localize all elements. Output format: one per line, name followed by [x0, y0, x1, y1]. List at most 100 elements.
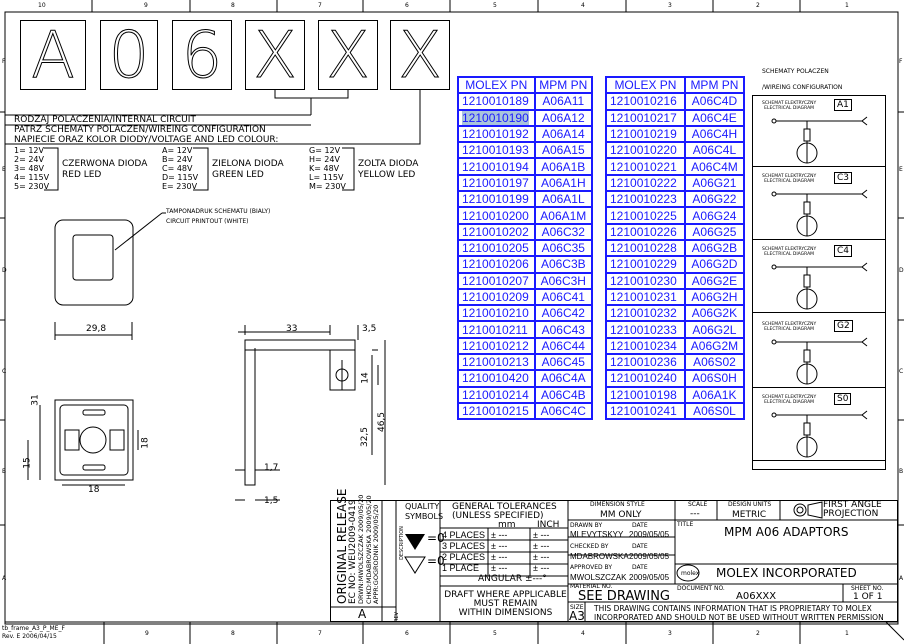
mpm-pn-cell[interactable]: A06G2L	[683, 320, 746, 339]
mpm-pn-cell[interactable]: A06C4D	[683, 92, 746, 111]
table-row[interactable]: 1210010233 A06G2L	[605, 320, 746, 339]
mpm-pn-cell[interactable]: A06S0H	[683, 369, 746, 388]
molex-pn[interactable]: 1210010193	[462, 143, 529, 158]
mpm-pn-cell[interactable]: A06A12	[533, 108, 594, 127]
molex-pn-cell[interactable]: 1210010225	[605, 206, 686, 225]
molex-pn[interactable]: 1210010219	[610, 127, 677, 142]
molex-pn-cell[interactable]: 1210010223	[605, 190, 686, 209]
molex-pn-cell[interactable]: 1210010200	[457, 206, 536, 225]
molex-pn[interactable]: 1210010241	[610, 404, 677, 419]
molex-pn-cell[interactable]: 1210010197	[457, 173, 536, 193]
molex-pn[interactable]: 1210010214	[462, 387, 529, 402]
mpm-pn-cell[interactable]: A06C44	[533, 336, 594, 356]
molex-pn-cell[interactable]: 1210010228	[605, 238, 686, 258]
molex-pn[interactable]: 1210010200	[462, 208, 529, 223]
molex-pn[interactable]: 1210010199	[462, 192, 529, 207]
mpm-pn-cell[interactable]: A06C32	[533, 222, 594, 241]
table-row[interactable]: 1210010214 A06C4B	[457, 385, 594, 404]
molex-pn-cell[interactable]: 1210010193	[457, 141, 536, 160]
mpm-pn-cell[interactable]: A06G22	[683, 190, 746, 209]
molex-pn-cell[interactable]: 1210010214	[457, 385, 536, 404]
molex-pn[interactable]: 1210010197	[462, 175, 529, 190]
mpm-pn-cell[interactable]: A06S0L	[683, 401, 746, 421]
molex-pn-cell[interactable]: 1210010420	[457, 369, 536, 388]
mpm-pn-cell[interactable]: A06G2D	[683, 255, 746, 274]
molex-pn-cell[interactable]: 1210010190	[457, 108, 536, 127]
molex-pn-cell[interactable]: 1210010206	[457, 255, 536, 274]
molex-pn[interactable]: 1210010207	[462, 273, 529, 288]
molex-pn-cell[interactable]: 1210010217	[605, 108, 686, 127]
molex-pn-cell[interactable]: 1210010234	[605, 336, 686, 356]
table-row[interactable]: 1210010241 A06S0L	[605, 401, 746, 421]
molex-pn[interactable]: 1210010234	[610, 338, 677, 353]
molex-pn-cell[interactable]: 1210010231	[605, 287, 686, 307]
table-row[interactable]: 1210010234 A06G2M	[605, 336, 746, 356]
molex-pn-cell[interactable]: 1210010210	[457, 304, 536, 323]
molex-pn-cell[interactable]: 1210010219	[605, 124, 686, 144]
molex-pn[interactable]: 1210010192	[462, 127, 529, 142]
table-row[interactable]: 1210010236 A06S02	[605, 353, 746, 372]
mpm-pn-cell[interactable]: A06S02	[683, 353, 746, 372]
molex-pn[interactable]: 1210010220	[610, 143, 677, 158]
molex-pn[interactable]: 1210010194	[462, 159, 529, 174]
mpm-pn-cell[interactable]: A06C4H	[683, 124, 746, 144]
molex-pn-cell[interactable]: 1210010241	[605, 401, 686, 421]
molex-pn-cell[interactable]: 1210010215	[457, 401, 536, 421]
molex-pn-cell[interactable]: 1210010202	[457, 222, 536, 241]
mpm-pn-cell[interactable]: A06A1B	[533, 157, 594, 176]
mpm-pn-cell[interactable]: A06C4C	[533, 401, 594, 421]
table-row[interactable]: 1210010229 A06G2D	[605, 255, 746, 274]
mpm-pn-cell[interactable]: A06C4A	[533, 369, 594, 388]
molex-pn[interactable]: 1210010233	[610, 322, 677, 337]
table-row[interactable]: 1210010194 A06A1B	[457, 157, 594, 176]
molex-pn-cell[interactable]: 1210010194	[457, 157, 536, 176]
table-row[interactable]: 1210010219 A06C4H	[605, 124, 746, 144]
molex-pn[interactable]: 1210010232	[610, 306, 677, 321]
molex-pn-cell[interactable]: 1210010198	[605, 385, 686, 404]
molex-pn[interactable]: 1210010216	[610, 94, 677, 109]
molex-pn[interactable]: 1210010217	[610, 110, 677, 125]
mpm-pn-cell[interactable]: A06G25	[683, 222, 746, 241]
mpm-pn-cell[interactable]: A06C4B	[533, 385, 594, 404]
molex-pn[interactable]: 1210010205	[462, 241, 529, 256]
mpm-pn-cell[interactable]: A06G21	[683, 173, 746, 193]
molex-pn-cell[interactable]: 1210010209	[457, 287, 536, 307]
molex-pn-cell[interactable]: 1210010233	[605, 320, 686, 339]
molex-pn[interactable]: 1210010215	[462, 404, 529, 419]
molex-pn-cell[interactable]: 1210010230	[605, 271, 686, 290]
molex-pn[interactable]: 1210010225	[610, 208, 677, 223]
mpm-pn-cell[interactable]: A06A11	[533, 92, 594, 111]
molex-pn[interactable]: 1210010210	[462, 306, 529, 321]
molex-pn[interactable]: 1210010236	[610, 355, 677, 370]
molex-pn[interactable]: 1210010209	[462, 290, 529, 304]
mpm-pn-cell[interactable]: A06C43	[533, 320, 594, 339]
mpm-pn-cell[interactable]: A06A1K	[683, 385, 746, 404]
molex-pn-cell[interactable]: 1210010211	[457, 320, 536, 339]
molex-pn-cell[interactable]: 1210010220	[605, 141, 686, 160]
mpm-pn-cell[interactable]: A06C45	[533, 353, 594, 372]
molex-pn[interactable]: 1210010230	[610, 273, 677, 288]
mpm-pn-cell[interactable]: A06A14	[533, 124, 594, 144]
molex-pn[interactable]: 1210010211	[462, 322, 528, 337]
molex-pn[interactable]: 1210010212	[462, 338, 529, 353]
mpm-pn-cell[interactable]: A06G2M	[683, 336, 746, 356]
molex-pn[interactable]: 1210010221	[610, 159, 677, 174]
molex-pn-cell[interactable]: 1210010207	[457, 271, 536, 290]
molex-pn[interactable]: 1210010229	[610, 257, 677, 272]
molex-pn-cell[interactable]: 1210010232	[605, 304, 686, 323]
